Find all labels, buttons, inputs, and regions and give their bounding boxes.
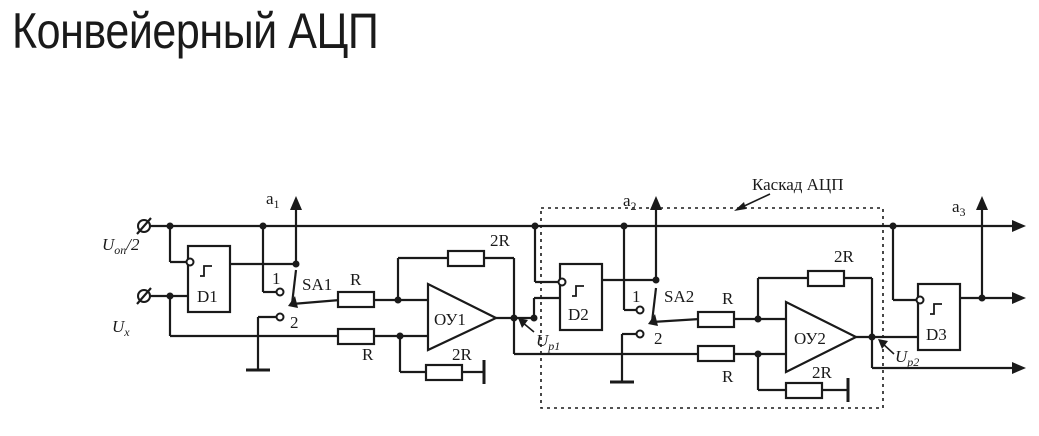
a1-label: a1 xyxy=(266,189,280,211)
resistor-2r xyxy=(784,381,824,400)
up2-label: Uр2 xyxy=(895,347,919,369)
ou1-label: ОУ1 xyxy=(434,310,466,329)
node xyxy=(652,276,660,284)
resistor-label: 2R xyxy=(834,247,855,266)
d1-label: D1 xyxy=(197,287,218,306)
cascade-frame xyxy=(540,207,884,409)
resistor-label: R xyxy=(350,270,362,289)
wire xyxy=(651,317,701,324)
sa2-lever xyxy=(650,287,658,323)
uop-rail-arrow xyxy=(1012,220,1026,232)
resistor-r xyxy=(336,290,376,309)
sa1-contact-2 xyxy=(275,312,285,322)
sa1-label: SA1 xyxy=(302,275,332,294)
d3-output-arrow xyxy=(1012,292,1026,304)
hysteresis-icon xyxy=(200,265,212,277)
cascade-label: Каскад АЦП xyxy=(752,175,843,194)
resistor-label: 2R xyxy=(812,363,833,382)
hysteresis-icon xyxy=(572,285,584,297)
ux-terminal-slash xyxy=(136,287,152,305)
sa2-pos1: 1 xyxy=(632,287,641,306)
resistor-r xyxy=(336,327,376,346)
vout2-arrow xyxy=(1012,362,1026,374)
a2-arrow xyxy=(650,196,662,210)
sa2-contact-1 xyxy=(635,305,645,315)
a3-arrow xyxy=(976,196,988,210)
resistor-2r xyxy=(424,363,464,382)
hysteresis-icon xyxy=(930,303,942,315)
sa2-pos2: 2 xyxy=(654,329,663,348)
sa1-lever-arrow xyxy=(288,296,298,308)
d3-label: D3 xyxy=(926,325,947,344)
uop-label: Uоп/2 xyxy=(102,235,140,257)
uop-terminal-slash xyxy=(136,217,152,235)
wire xyxy=(291,298,341,306)
node xyxy=(166,292,174,300)
resistor-2r xyxy=(446,249,486,268)
a3-label: a3 xyxy=(952,197,966,219)
a1-arrow xyxy=(290,196,302,210)
sa2-contact-2 xyxy=(635,329,645,339)
d1-input-dot xyxy=(185,257,195,267)
resistor-label: 2R xyxy=(452,345,473,364)
up1-label: Uр1 xyxy=(536,331,560,353)
resistor-label: R xyxy=(722,367,734,386)
comparator-d2 xyxy=(558,262,604,332)
page-title: Конвейерный АЦП xyxy=(12,3,379,59)
resistor-2r xyxy=(806,269,846,288)
opamp-ou2 xyxy=(784,300,859,374)
sa1-pos1: 1 xyxy=(272,269,281,288)
sa2-lever-arrow xyxy=(648,314,658,326)
comparator-d3 xyxy=(916,282,962,352)
resistor-label: R xyxy=(722,289,734,308)
d2-label: D2 xyxy=(568,305,589,324)
up1-pointer-head xyxy=(518,318,528,328)
resistor-label: 2R xyxy=(490,231,511,250)
ux-label: Ux xyxy=(112,317,130,339)
a2-label: a2 xyxy=(623,191,637,213)
d3-input-dot xyxy=(915,295,925,305)
opamp-ou1 xyxy=(426,282,499,352)
node xyxy=(530,314,538,322)
sa1-contact-1 xyxy=(275,287,285,297)
sa1-lever xyxy=(290,269,298,305)
ou2-label: ОУ2 xyxy=(794,329,826,348)
sa1-pos2: 2 xyxy=(290,313,299,332)
resistor-label: R xyxy=(362,345,374,364)
resistor-r xyxy=(696,310,736,329)
node xyxy=(978,294,986,302)
up2-pointer-head xyxy=(878,339,888,349)
comparator-d1 xyxy=(186,244,232,314)
sa2-label: SA2 xyxy=(664,287,694,306)
d2-input-dot xyxy=(557,277,567,287)
node xyxy=(292,260,300,268)
cascade-pointer-head xyxy=(734,202,746,211)
resistor-r xyxy=(696,344,736,363)
